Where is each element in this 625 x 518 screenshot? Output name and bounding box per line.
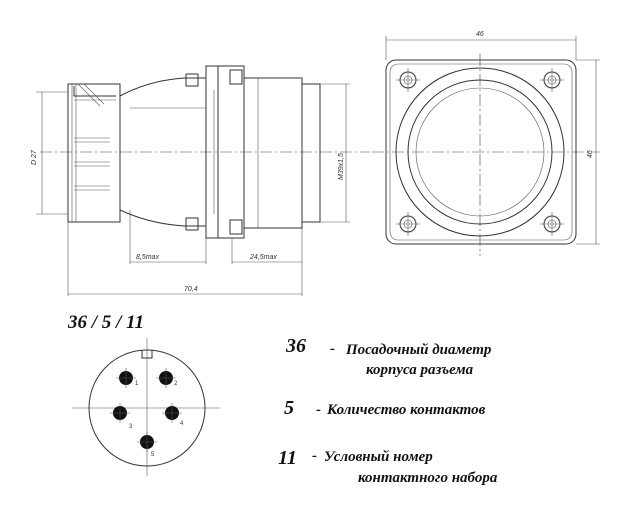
legend-line1: Посадочный диаметр — [345, 342, 492, 358]
front-view — [372, 36, 600, 256]
legend-num: 11 — [278, 447, 297, 469]
legend-num: 36 — [285, 335, 306, 357]
legend-dash: - — [312, 448, 317, 464]
legend-line2: контактного набора — [358, 470, 498, 486]
legend-dash: - — [330, 341, 335, 357]
pin-label-4: 4 — [180, 421, 184, 427]
pin-label-3: 3 — [129, 424, 133, 430]
legend-item-5: 5 - Количество контактов — [284, 397, 486, 419]
legend-line1: Условный номер — [324, 449, 433, 465]
legend-dash: - — [316, 402, 321, 418]
legend-item-11: 11 - Условный номер контактного набора — [278, 447, 498, 486]
connector-code: 36 / 5 / 11 — [67, 312, 144, 333]
side-view — [36, 65, 370, 296]
dim-width-top: 46 — [476, 31, 484, 38]
dim-diameter: D 27 — [31, 149, 38, 165]
pin-label-1: 1 — [135, 381, 139, 387]
legend-line2: корпуса разъема — [366, 362, 474, 378]
pin-label-2: 2 — [174, 381, 178, 387]
legend-item-36: 36 - Посадочный диаметр корпуса разъема — [285, 335, 492, 378]
dim-len-b: 24,5max — [249, 254, 277, 261]
pin-layout — [72, 338, 220, 476]
dim-len-a: 8,5max — [136, 254, 159, 261]
pin-label-5: 5 — [151, 452, 155, 458]
legend-num: 5 — [284, 397, 294, 419]
dim-overall: 70,4 — [184, 286, 198, 293]
dim-height-right: 46 — [587, 150, 594, 158]
dim-thread: M39x1,5 — [338, 153, 345, 180]
legend-line1: Количество контактов — [326, 402, 486, 418]
